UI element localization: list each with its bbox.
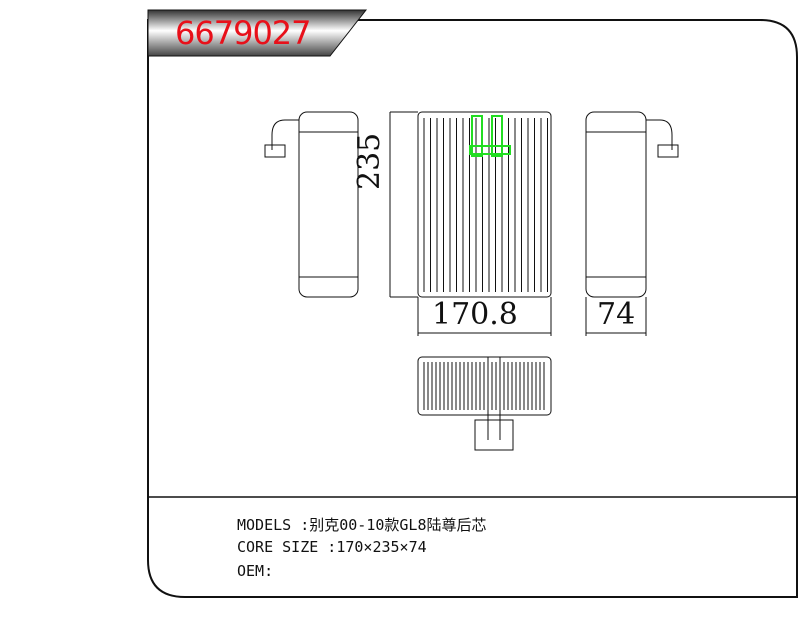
oem-label: OEM: bbox=[237, 562, 274, 580]
core-size-label: CORE SIZE : bbox=[237, 538, 337, 556]
models-label: MODELS : bbox=[237, 516, 310, 534]
oem-row: OEM: bbox=[237, 562, 273, 580]
height-dimension: 235 bbox=[352, 132, 387, 190]
width-dimension: 170.8 bbox=[432, 297, 518, 332]
side-view-right bbox=[585, 111, 679, 298]
core-size-row: CORE SIZE :170×235×74 bbox=[237, 538, 427, 556]
top-view bbox=[417, 356, 552, 451]
models-value: 别克00-10款GL8陆尊后芯 bbox=[309, 516, 487, 534]
side-view-left bbox=[264, 111, 359, 298]
depth-dimension: 74 bbox=[597, 297, 636, 332]
core-size-value: 170×235×74 bbox=[336, 538, 427, 556]
front-view bbox=[389, 111, 647, 336]
models-row: MODELS :别克00-10款GL8陆尊后芯 bbox=[237, 514, 487, 535]
part-number: 6679027 bbox=[175, 14, 312, 52]
